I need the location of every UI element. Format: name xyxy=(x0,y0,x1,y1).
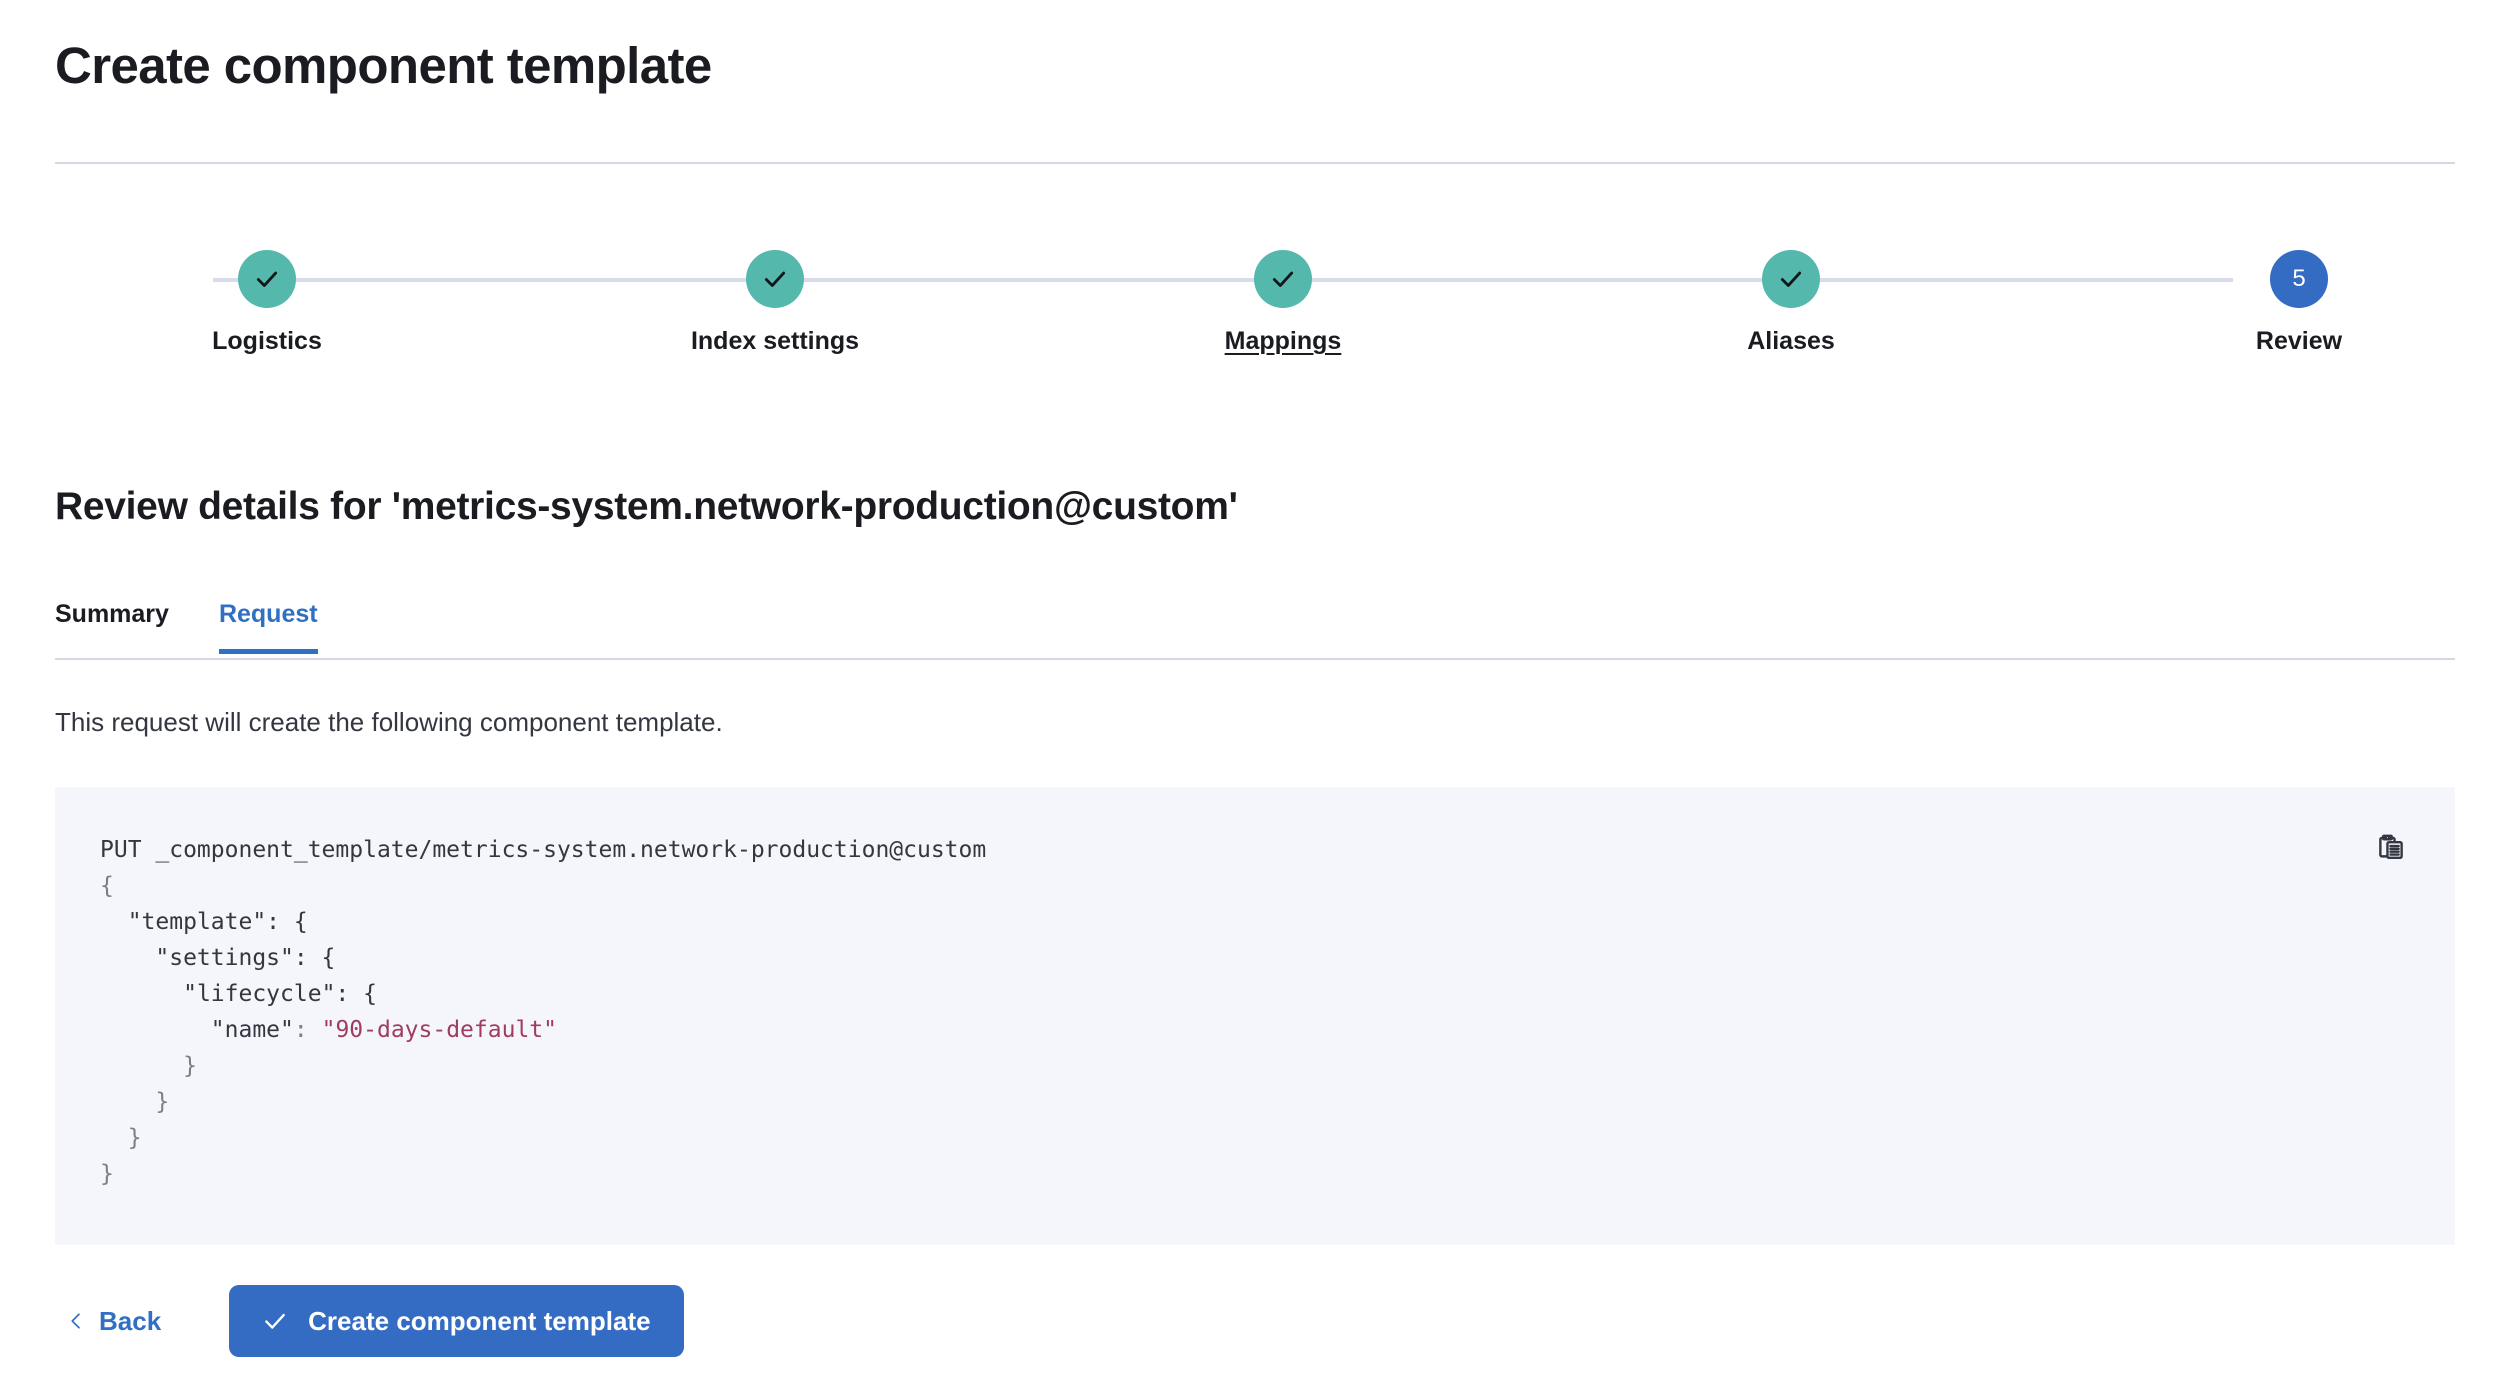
wizard-footer: Back Create component template xyxy=(55,1285,684,1357)
clipboard-copy-icon xyxy=(2374,833,2408,872)
stepper-step-aliases[interactable]: Aliases xyxy=(1551,250,2031,356)
copy-to-clipboard-button[interactable] xyxy=(2369,830,2413,874)
create-component-template-button-label: Create component template xyxy=(308,1305,651,1336)
request-code-panel: PUT _component_template/metrics-system.n… xyxy=(55,787,2455,1245)
step-status-circle xyxy=(238,250,296,308)
stepper-step-logistics[interactable]: Logistics xyxy=(27,250,507,356)
code-line: PUT _component_template/metrics-system.n… xyxy=(100,837,987,863)
create-component-template-button[interactable]: Create component template xyxy=(229,1285,684,1357)
step-status-circle: 5 xyxy=(2270,250,2328,308)
step-status-circle xyxy=(1762,250,1820,308)
chevron-left-icon xyxy=(67,1307,85,1335)
stepper-line-1 xyxy=(213,278,521,282)
review-tabs: Summary Request xyxy=(55,600,368,662)
check-icon xyxy=(254,266,280,292)
page-title: Create component template xyxy=(55,37,712,94)
back-button-label: Back xyxy=(99,1305,162,1336)
code-line: "template": { xyxy=(127,909,308,935)
check-icon xyxy=(1270,266,1296,292)
request-code-block: PUT _component_template/metrics-system.n… xyxy=(100,832,986,1192)
stepper-step-label: Index settings xyxy=(690,327,860,355)
stepper-step-label: Logistics xyxy=(212,327,322,355)
wizard-stepper: Logistics Index settings Mappings xyxy=(55,250,2455,410)
code-line: { xyxy=(100,873,114,899)
back-button[interactable]: Back xyxy=(55,1296,173,1347)
stepper-step-index-settings[interactable]: Index settings xyxy=(535,250,1015,356)
tab-request[interactable]: Request xyxy=(218,600,318,654)
tab-summary[interactable]: Summary xyxy=(55,600,169,628)
section-title: Review details for 'metrics-system.netwo… xyxy=(55,485,1238,528)
check-icon xyxy=(1778,266,1804,292)
code-line: "name": "90-days-default" xyxy=(210,1017,558,1043)
stepper-step-label: Mappings xyxy=(1224,327,1342,355)
header-divider xyxy=(55,162,2455,164)
code-line: "lifecycle": { xyxy=(183,981,377,1007)
code-line: } xyxy=(100,1161,114,1187)
stepper-step-label: Aliases xyxy=(1747,327,1835,355)
code-line: } xyxy=(155,1089,170,1115)
stepper-line-5 xyxy=(2045,278,2233,282)
step-status-circle xyxy=(746,250,804,308)
check-icon xyxy=(262,1308,288,1334)
request-description: This request will create the following c… xyxy=(55,707,723,737)
tabs-divider xyxy=(55,658,2455,660)
stepper-step-mappings[interactable]: Mappings xyxy=(1043,250,1523,356)
code-line: "settings": { xyxy=(155,945,336,971)
step-number: 5 xyxy=(2292,265,2306,292)
check-icon xyxy=(762,266,788,292)
stepper-step-label: Review xyxy=(2255,327,2343,355)
code-line: } xyxy=(183,1053,197,1079)
stepper-step-review[interactable]: 5 Review xyxy=(2059,250,2506,356)
code-line: } xyxy=(127,1125,142,1151)
step-status-circle xyxy=(1254,250,1312,308)
